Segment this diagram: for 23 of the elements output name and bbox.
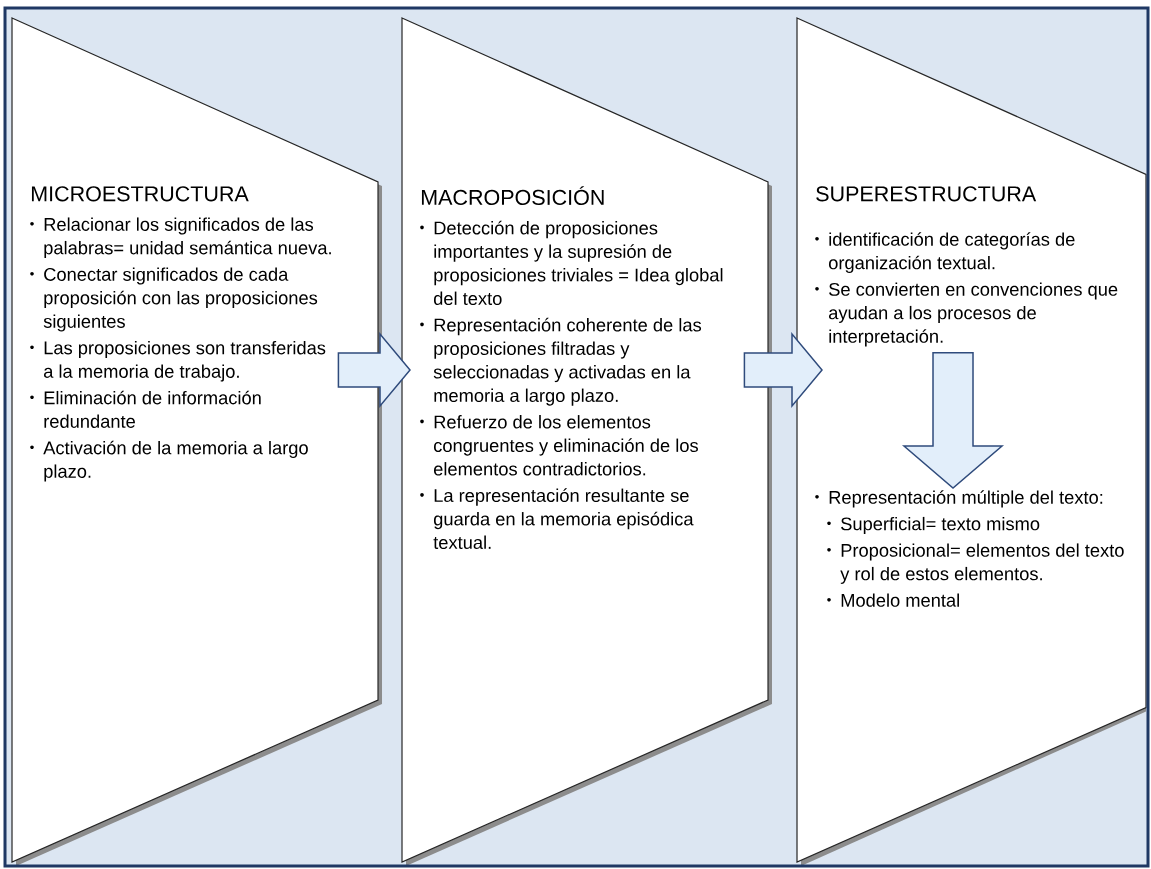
- bullet-item: Refuerzo de los elementos congruentes y eliminación de los elementos contradictorios.: [420, 415, 698, 476]
- bullet-item: Se convierten en convenciones que ayudan a los procesos de interpretación.: [815, 282, 1118, 347]
- bullet-item: Representación múltiple del texto:: [815, 490, 1103, 508]
- heading: MACROPOSICIÓN: [421, 186, 604, 206]
- bullet-item: Detección de proposiciones importantes y la supresión de proposiciones triviales = Idea global del texto: [420, 220, 723, 305]
- chevron-shape: [11, 17, 382, 866]
- bullet-item: Eliminación de información redundante: [30, 390, 261, 428]
- bullet-item: Las proposiciones son transferidas a la memoria de trabajo.: [30, 340, 326, 382]
- heading: SUPERESTRUCTURA: [816, 186, 1037, 202]
- bullet-item: Modelo mental: [827, 593, 959, 607]
- bullet-item: Superficial= texto mismo: [827, 516, 1040, 534]
- block-arrow: [902, 351, 1005, 489]
- bullet-item: La representación resultante se guarda en la memoria episódica textual.: [420, 488, 694, 549]
- chevron-shape: [401, 17, 772, 866]
- block-arrow: [337, 331, 411, 409]
- bullet-item: Representación coherente de las proposiciones filtradas y seleccionadas y activadas en la memoria a largo plazo.: [420, 317, 702, 406]
- bullet-item: Proposicional= elementos del texto y rol de estos elementos.: [827, 543, 1124, 584]
- bullet-item: Activación de la memoria a largo plazo.: [30, 440, 308, 482]
- heading: MICROESTRUCTURA: [31, 186, 249, 202]
- block-arrow: [743, 331, 823, 409]
- bullet-item: Relacionar los significados de las palabras= unidad semántica nueva.: [30, 217, 331, 258]
- bullet-item: identificación de categorías de organización textual.: [815, 232, 1075, 273]
- bullet-item: Conectar significados de cada proposición con las proposiciones siguientes: [30, 267, 318, 332]
